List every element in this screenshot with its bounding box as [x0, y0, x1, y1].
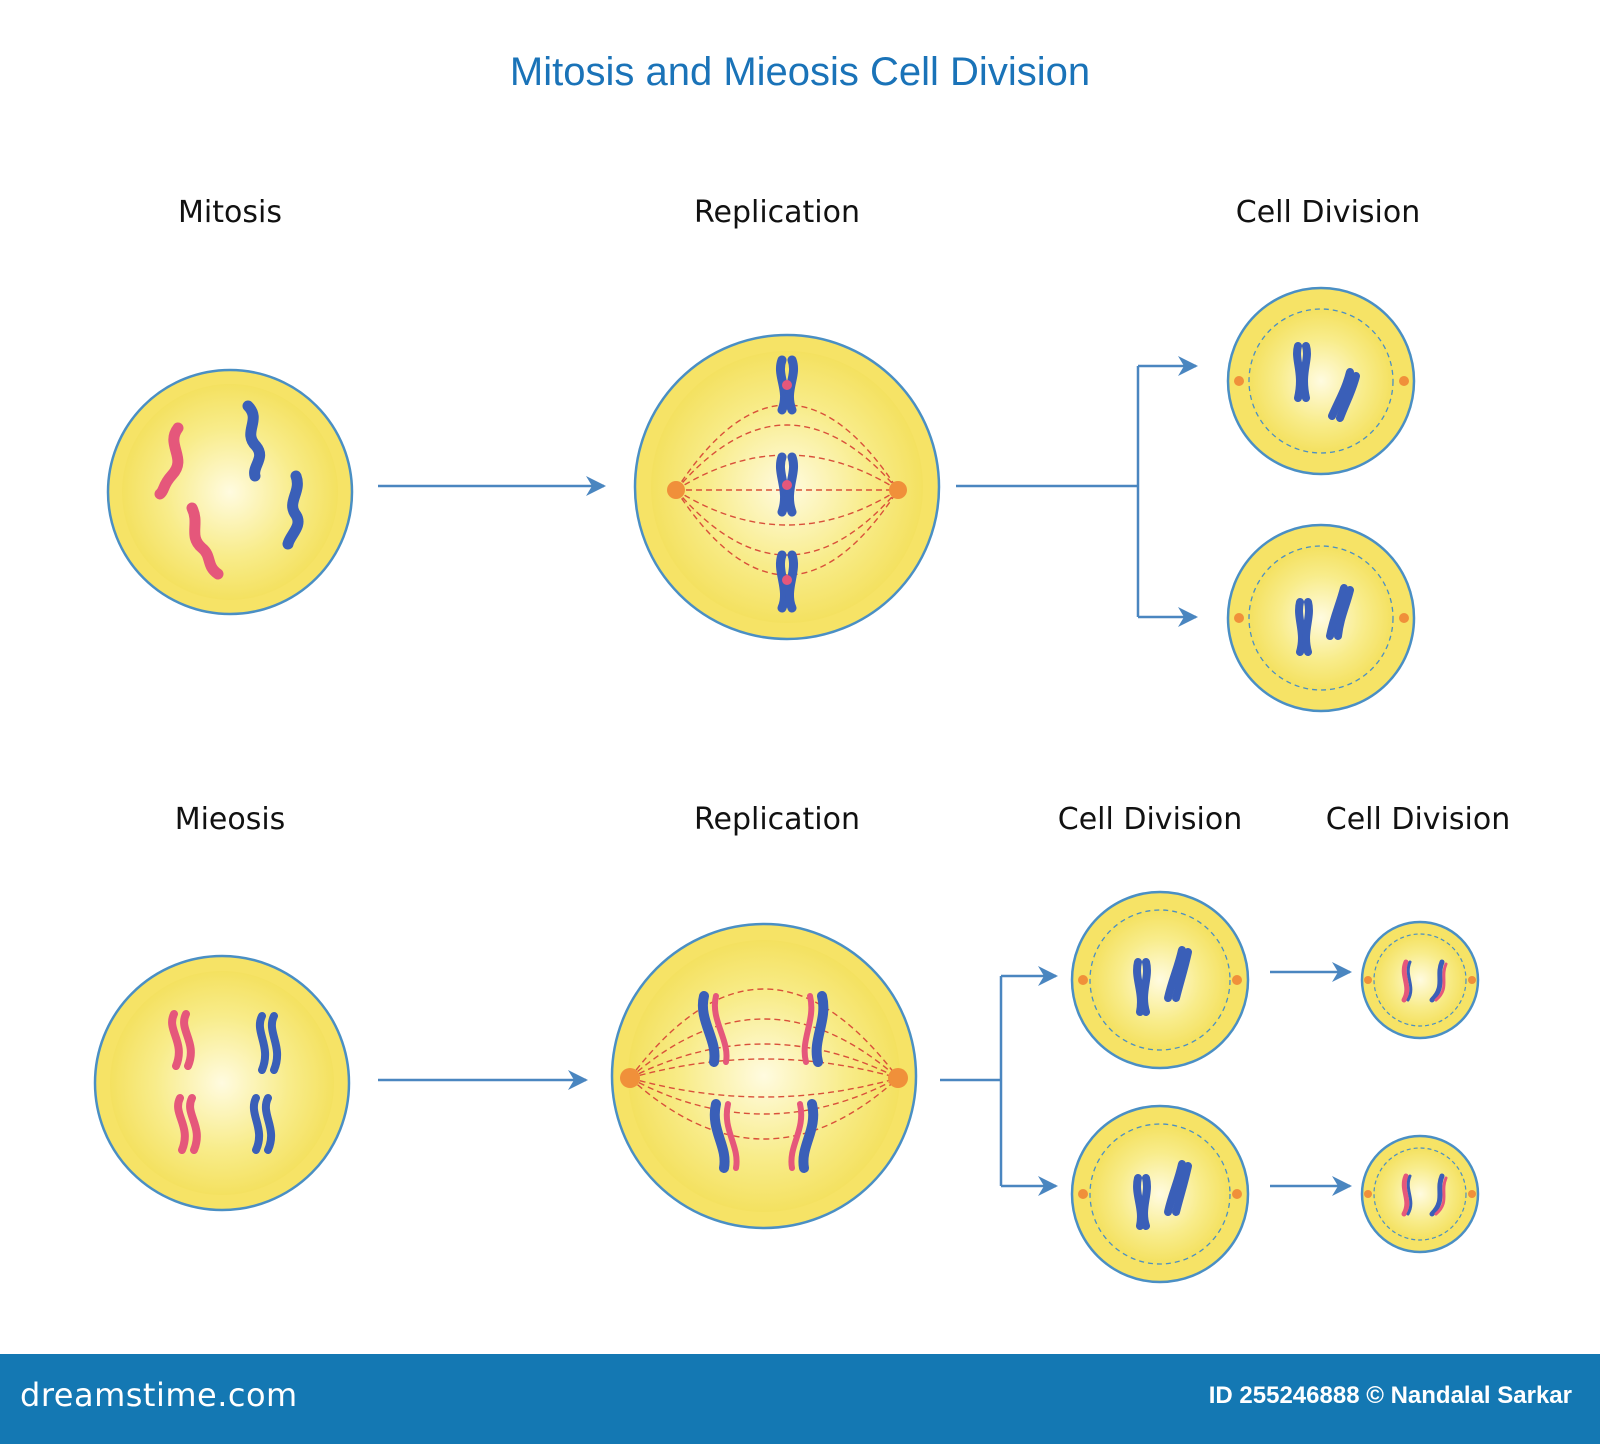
chromosome: [180, 1010, 195, 1070]
chromosome: [776, 452, 790, 517]
chromosome: [1429, 959, 1445, 1003]
footer-credit: ID 255246888 © Nandalal Sarkar: [1208, 1382, 1572, 1409]
chromosome: [261, 1094, 276, 1154]
meiosis-parent-cell: [93, 954, 351, 1212]
chromosome: [1406, 960, 1413, 1002]
label-meiosis-cell-division-1: Cell Division: [1057, 802, 1243, 837]
page-title: Mitosis and Mieosis Cell Division: [509, 50, 1091, 94]
meiosis-first-division-cell-bottom: [1070, 1104, 1250, 1284]
chromosome: [282, 470, 304, 550]
chromosome: [1434, 1176, 1448, 1216]
mitosis-daughter-cell-top: [1226, 286, 1416, 476]
chromosome: [186, 502, 224, 580]
chromosome: [249, 1094, 264, 1154]
meiosis-second-division-cell-top: [1360, 920, 1480, 1040]
chromosome: [709, 1099, 730, 1173]
chromosome: [801, 993, 815, 1065]
chromosome: [154, 422, 184, 500]
footer-site-logo: dreamstime.com: [20, 1376, 298, 1414]
chromosome: [798, 1099, 819, 1173]
chromosome: [1140, 958, 1151, 1016]
meiosis-first-division-cell-top: [1070, 890, 1250, 1070]
chromosome: [1401, 959, 1410, 1003]
label-meiosis-replication: Replication: [693, 802, 861, 837]
chromosome: [788, 1101, 805, 1171]
chromosome: [1406, 1174, 1413, 1216]
chromosome: [1164, 946, 1186, 1002]
division-diagram: [93, 286, 1480, 1284]
meiosis-replication-cell: [610, 922, 918, 1230]
chromosome: [267, 1012, 282, 1074]
chromosome: [255, 1012, 270, 1074]
chromosome: [1300, 342, 1311, 402]
label-mitosis: Mitosis: [178, 195, 282, 230]
mitosis-daughter-cell-bottom: [1226, 523, 1416, 713]
mitosis-parent-cell: [106, 368, 354, 616]
branch-connector: [956, 356, 1198, 627]
chromosome: [711, 993, 730, 1065]
chromosome: [186, 1094, 201, 1154]
chromosome: [1295, 598, 1306, 656]
chromosome: [1334, 586, 1354, 640]
chromosome: [1172, 1162, 1192, 1216]
chromosome: [1133, 1174, 1145, 1230]
chromosome: [1293, 342, 1304, 402]
label-mitosis-replication: Replication: [693, 195, 861, 230]
meiosis-second-division-cell-bottom: [1360, 1134, 1480, 1254]
chromosome: [697, 991, 720, 1067]
chromosome: [1429, 1173, 1445, 1217]
chromosome: [1336, 372, 1360, 422]
chromosome: [1164, 1160, 1186, 1216]
chromosome: [1133, 958, 1145, 1016]
chromosome: [1172, 948, 1192, 1002]
chromosome: [1328, 368, 1354, 420]
chromosome: [811, 991, 829, 1067]
chromosome: [784, 452, 798, 517]
chromosome: [1434, 962, 1448, 1002]
mitosis-replication-cell: [633, 333, 941, 641]
chromosome: [1401, 1173, 1410, 1217]
chromosome: [723, 1101, 740, 1171]
branch-connector: [940, 966, 1058, 1196]
chromosome: [1140, 1174, 1151, 1230]
chromosome: [174, 1094, 189, 1154]
label-mitosis-cell-division: Cell Division: [1235, 195, 1421, 230]
chromosome: [1326, 584, 1348, 640]
chromosome: [168, 1010, 183, 1070]
label-meiosis-cell-division-2: Cell Division: [1325, 802, 1511, 837]
label-meiosis: Mieosis: [174, 802, 286, 837]
chromosome: [1302, 598, 1313, 656]
chromosome: [242, 400, 266, 482]
footer-bar: dreamstime.com ID 255246888 © Nandalal S…: [0, 1354, 1600, 1444]
